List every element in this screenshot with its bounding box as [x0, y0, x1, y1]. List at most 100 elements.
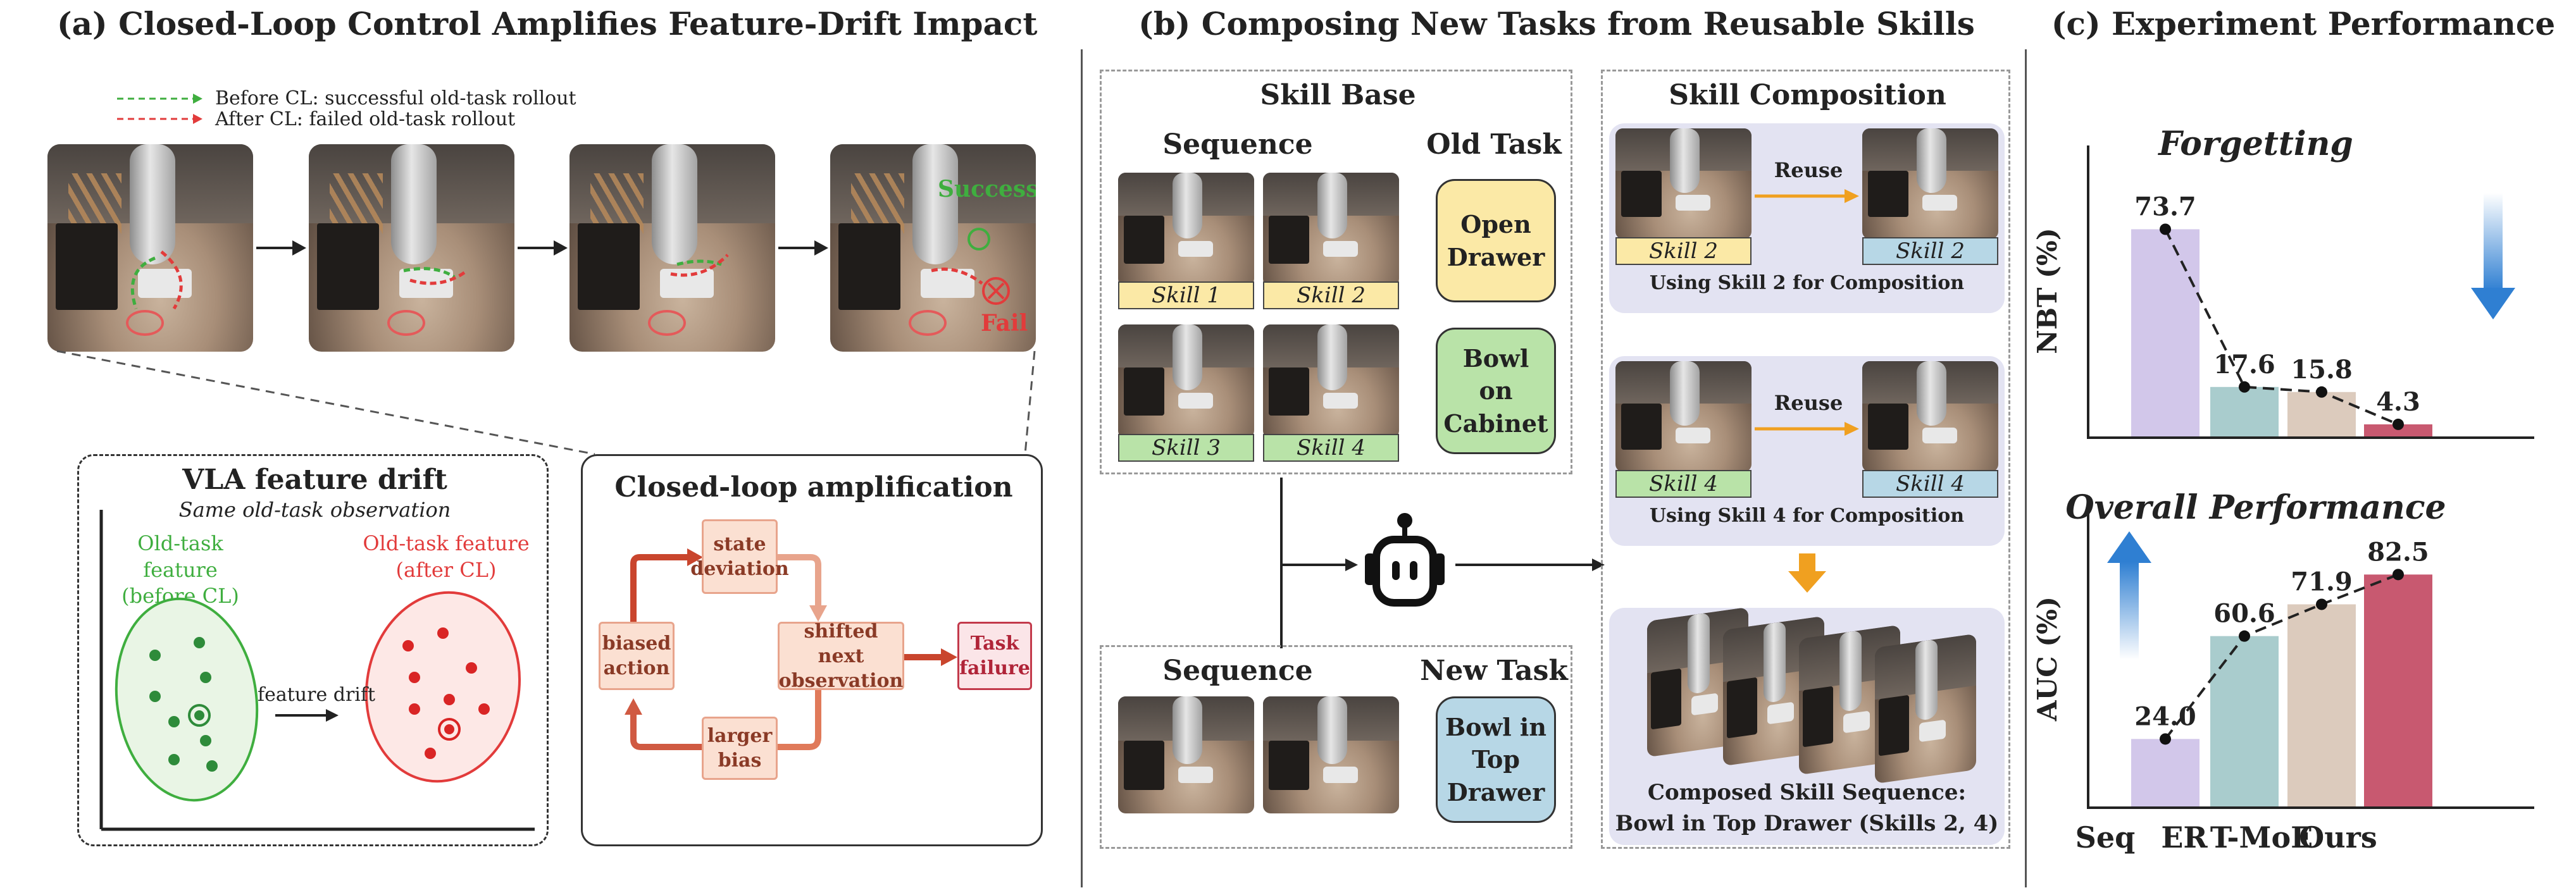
zoom-lines — [56, 350, 1036, 455]
skill-1-label: Skill 1 — [1118, 281, 1254, 309]
comp-row1-left-label: Skill 2 — [1615, 237, 1752, 265]
data-point — [2316, 598, 2327, 610]
comp-row1-left-frame — [1615, 128, 1752, 239]
category-label: ER — [2161, 820, 2208, 855]
new-task-box: Sequence New Task Bowl in Top Drawer — [1100, 645, 1572, 849]
lower-better-arrow-icon — [2471, 193, 2515, 319]
data-label: 71.9 — [2291, 567, 2352, 596]
rollout-arrows-icon — [931, 228, 1010, 305]
divider-b-c — [2025, 49, 2027, 887]
composition-connectors — [1280, 478, 1605, 648]
closed-loop-title: Closed-loop amplification — [614, 471, 1013, 503]
bar — [2131, 229, 2200, 436]
rollout-frame-4: Success Fail — [830, 144, 1036, 352]
state-deviation-node: state deviation — [690, 519, 789, 594]
panel-a-title: (a) Closed-Loop Control Amplifies Featur… — [57, 5, 1038, 42]
skill-4-frame — [1263, 324, 1399, 438]
composed-caption: Composed Skill Sequence: Bowl in Top Dra… — [1615, 780, 1999, 837]
data-label: 15.8 — [2291, 355, 2352, 385]
data-label: 17.6 — [2213, 350, 2275, 380]
data-label: 60.6 — [2213, 599, 2275, 629]
composition-row-2: Skill 4 Reuse Skill 4 Using Skill 4 for … — [1609, 356, 2005, 546]
rollout-arrow — [778, 240, 828, 256]
reuse-label-1: Reuse — [1774, 158, 1843, 182]
old-task-bowl-on-cabinet: Bowl on Cabinet — [1436, 328, 1556, 454]
composition-row-1: Skill 2 Reuse Skill 2 Using Skill 2 for … — [1609, 123, 2005, 313]
trend-line — [2164, 228, 2399, 426]
success-label: Success — [938, 176, 1036, 202]
bar — [2287, 392, 2356, 436]
after-feature-label: Old-task feature (after CL) — [363, 531, 530, 582]
data-point — [2160, 733, 2171, 745]
data-point — [2160, 223, 2171, 235]
feature-drift-subtitle: Same old-task observation — [178, 498, 451, 522]
reuse-label-2: Reuse — [1774, 391, 1843, 415]
skill-3-frame — [1118, 324, 1254, 438]
bar — [2131, 739, 2200, 806]
comp-row2-left-label: Skill 4 — [1615, 470, 1752, 498]
composed-frame-4 — [1875, 633, 1976, 784]
category-label: Seq — [2075, 820, 2136, 855]
robot-icon — [1365, 513, 1445, 607]
skill-base-title: Skill Base — [1260, 79, 1416, 111]
y-axis-label: NBT (%) — [2032, 228, 2063, 354]
data-point — [2316, 386, 2327, 398]
feature-drift-arrow-label: feature drift — [258, 684, 376, 706]
new-skill-frame-2 — [1263, 696, 1399, 813]
new-task-header: New Task — [1420, 655, 1568, 687]
comp-row1-right-frame — [1862, 128, 1998, 239]
fail-label: Fail — [981, 310, 1028, 336]
skill-3-label: Skill 3 — [1118, 434, 1254, 462]
skill-composition-title: Skill Composition — [1669, 79, 1946, 111]
skill-4-label: Skill 4 — [1263, 434, 1399, 462]
rollout-arrows-icon — [403, 267, 468, 285]
legend-after-text: After CL: failed old-task rollout — [215, 108, 516, 130]
skill-2-label: Skill 2 — [1263, 281, 1399, 309]
skill-1-frame — [1118, 173, 1254, 287]
trend-line — [2164, 573, 2399, 740]
data-label: 24.0 — [2134, 701, 2196, 731]
higher-better-arrow-icon — [2107, 531, 2151, 660]
comp-row2-left-frame — [1615, 361, 1752, 472]
skill-base-box: Skill Base Sequence Old Task Skill 1 Ski… — [1100, 70, 1572, 474]
shifted-observation-node: shifted next observation — [778, 620, 904, 692]
new-task-bowl-in-top-drawer: Bowl in Top Drawer — [1436, 696, 1556, 823]
chart-title: Forgetting — [2157, 125, 2353, 163]
data-label: 82.5 — [2367, 537, 2429, 567]
data-point — [2392, 569, 2404, 581]
category-label: Ours — [2299, 820, 2377, 855]
category-label: T-MoE — [2210, 820, 2313, 855]
legend-arrows-icon — [117, 94, 202, 124]
old-task-header: Old Task — [1426, 128, 1562, 161]
rollout-arrow — [256, 240, 306, 256]
reuse-arrow-icon — [1755, 189, 1859, 203]
legend-before-text: Before CL: successful old-task rollout — [215, 87, 576, 109]
comp-row1-caption: Using Skill 2 for Composition — [1649, 272, 1965, 294]
bar — [2364, 574, 2432, 806]
data-label: 73.7 — [2134, 192, 2196, 221]
panel-b-title: (b) Composing New Tasks from Reusable Sk… — [1138, 5, 1975, 42]
rollout-arrow — [518, 240, 568, 256]
comp-row2-right-frame — [1862, 361, 1998, 472]
comp-row2-right-label: Skill 4 — [1862, 470, 1998, 498]
bar — [2364, 424, 2432, 436]
data-label: 4.3 — [2376, 387, 2420, 417]
data-point — [2239, 630, 2250, 642]
sequence-header: Sequence — [1162, 128, 1313, 161]
rollout-frame-2 — [309, 144, 514, 352]
rollout-arrows-icon — [670, 254, 729, 277]
skill-composition-box: Skill Composition Skill 2 Reuse Skill 2 … — [1601, 70, 2010, 849]
rollout-frame-1 — [47, 144, 253, 352]
bar — [2210, 386, 2279, 436]
task-failure-node: Task failure — [957, 622, 1032, 690]
divider-a-b — [1081, 49, 1083, 887]
data-point — [2239, 381, 2250, 393]
comp-row1-right-label: Skill 2 — [1862, 237, 1998, 265]
bar — [2210, 636, 2279, 806]
reuse-arrow-icon — [1755, 422, 1859, 436]
feature-drift-title: VLA feature drift — [182, 464, 447, 496]
closed-loop-box: Closed-loop amplification state deviatio… — [581, 454, 1043, 846]
biased-action-node: biased action — [599, 622, 675, 690]
